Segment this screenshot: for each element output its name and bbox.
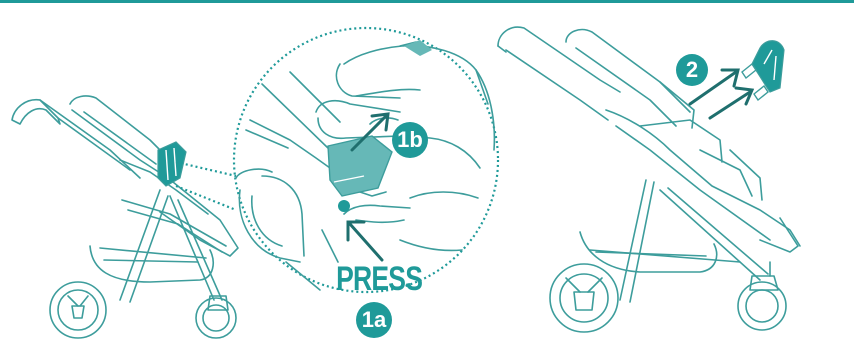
press-label: PRESS — [336, 262, 408, 296]
detached-bumper-bar — [742, 41, 784, 100]
zoom-leader-lines — [176, 162, 236, 210]
release-button — [338, 200, 350, 212]
step-2-label: 2 — [686, 57, 698, 83]
step-1b-label: 1b — [397, 127, 423, 153]
step-badge-1a: 1a — [356, 302, 392, 338]
step-1a-label: 1a — [362, 307, 386, 333]
step-badge-2: 2 — [676, 54, 708, 86]
zoom-bumper-bar — [328, 136, 392, 196]
left-stroller — [12, 96, 238, 338]
step-badge-1b: 1b — [392, 122, 428, 158]
arrow-1a — [348, 222, 382, 260]
right-stroller — [498, 27, 800, 332]
